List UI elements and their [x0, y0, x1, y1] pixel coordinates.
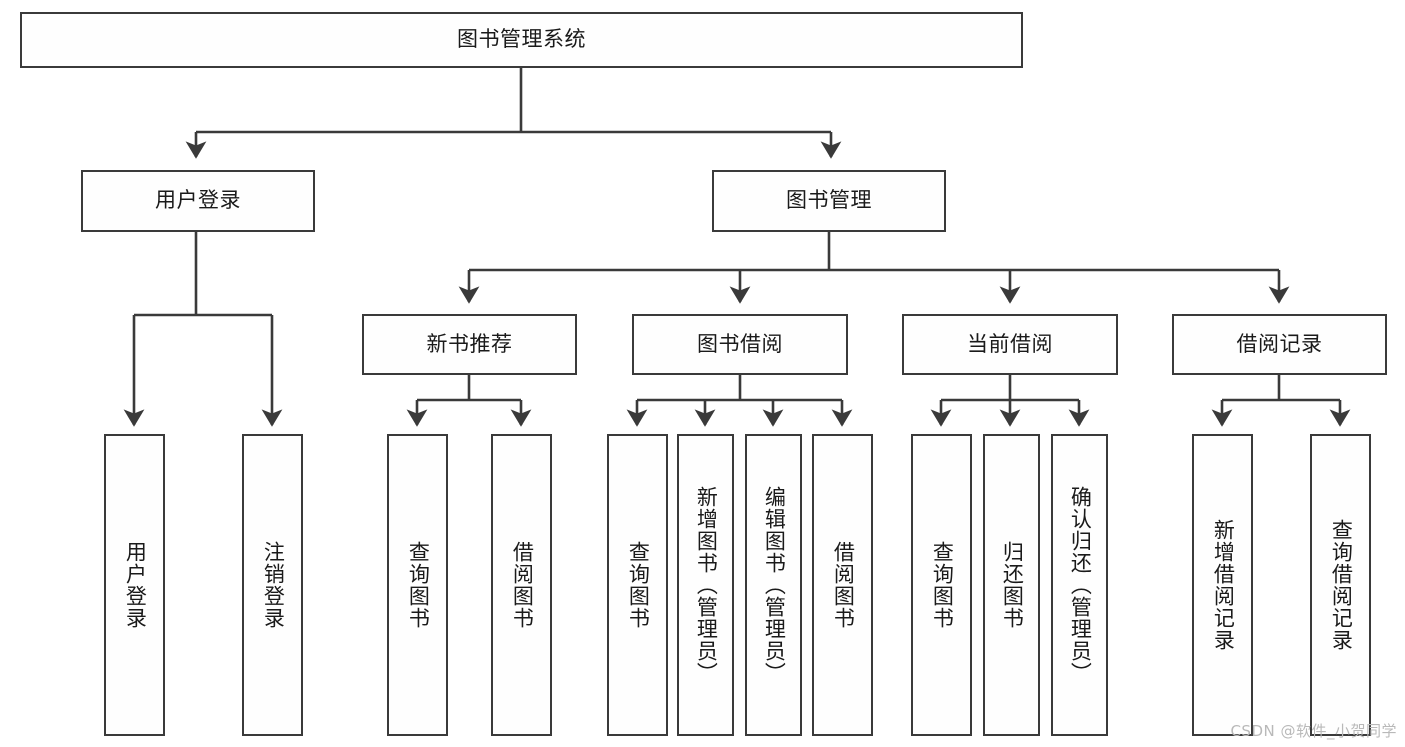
leaf-return-book[interactable]: 归还图书: [983, 434, 1040, 736]
node-label: 用户登录: [123, 541, 148, 629]
node-label: 用户登录: [155, 188, 241, 213]
node-label: 图书管理系统: [457, 27, 586, 52]
node-label: 查询图书: [626, 541, 651, 629]
node-label: 查询图书: [406, 541, 431, 629]
node-label: 图书管理: [786, 188, 872, 213]
leaf-query-book-borrow[interactable]: 查询图书: [607, 434, 668, 736]
node-label: 借阅图书: [831, 541, 856, 629]
leaf-user-login[interactable]: 用户登录: [104, 434, 165, 736]
node-label: 图书借阅: [697, 331, 783, 356]
node-borrow-record[interactable]: 借阅记录: [1172, 314, 1387, 375]
node-label: 新增借阅记录: [1211, 519, 1236, 651]
watermark: CSDN @软件_小贺同学: [1230, 722, 1397, 740]
node-new-book-recommend[interactable]: 新书推荐: [362, 314, 577, 375]
node-label: 编辑图书（管理员）: [762, 486, 787, 684]
leaf-query-borrow-record[interactable]: 查询借阅记录: [1310, 434, 1371, 736]
node-label: 确认归还（管理员）: [1068, 486, 1093, 684]
leaf-logout[interactable]: 注销登录: [242, 434, 303, 736]
node-label: 新书推荐: [426, 331, 513, 356]
leaf-query-book-current[interactable]: 查询图书: [911, 434, 972, 736]
node-label: 查询图书: [930, 541, 955, 629]
leaf-query-book-recommend[interactable]: 查询图书: [387, 434, 448, 736]
node-label: 当前借阅: [967, 331, 1053, 356]
node-label: 借阅记录: [1236, 331, 1323, 356]
leaf-add-book-admin[interactable]: 新增图书（管理员）: [677, 434, 734, 736]
node-user-login[interactable]: 用户登录: [81, 170, 315, 232]
node-label: 归还图书: [1000, 541, 1025, 629]
leaf-add-borrow-record[interactable]: 新增借阅记录: [1192, 434, 1253, 736]
node-current-borrow[interactable]: 当前借阅: [902, 314, 1118, 375]
node-book-borrow[interactable]: 图书借阅: [632, 314, 848, 375]
node-root-system[interactable]: 图书管理系统: [20, 12, 1023, 68]
node-label: 查询借阅记录: [1329, 519, 1354, 651]
node-label: 注销登录: [261, 541, 286, 629]
node-label: 新增图书（管理员）: [694, 486, 719, 684]
node-label: 借阅图书: [510, 541, 535, 629]
leaf-borrow-book[interactable]: 借阅图书: [812, 434, 873, 736]
node-book-management[interactable]: 图书管理: [712, 170, 946, 232]
leaf-borrow-book-recommend[interactable]: 借阅图书: [491, 434, 552, 736]
leaf-confirm-return-admin[interactable]: 确认归还（管理员）: [1051, 434, 1108, 736]
leaf-edit-book-admin[interactable]: 编辑图书（管理员）: [745, 434, 802, 736]
